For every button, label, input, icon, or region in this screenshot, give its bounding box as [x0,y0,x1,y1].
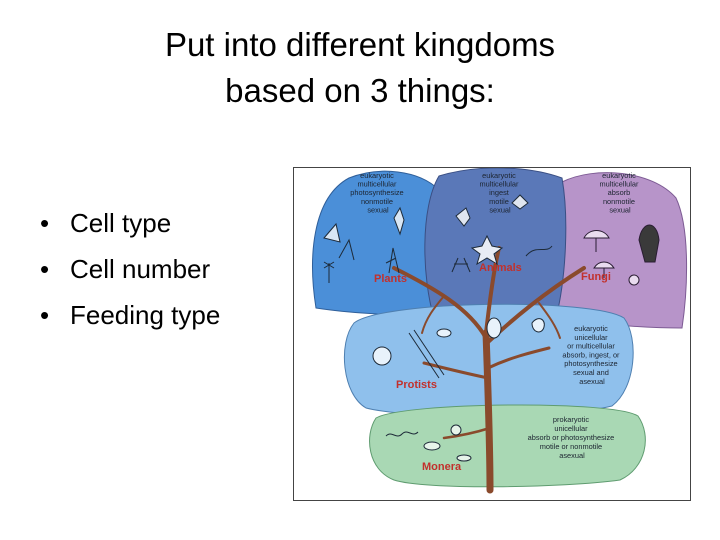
fungi-trait: sexual [609,205,631,214]
monera-trait: unicellular [554,424,588,433]
plants-trait: sexual [367,205,389,214]
animals-trait: ingest [489,188,509,197]
fungi-organism-icons [583,224,660,286]
bullet-text: Feeding type [70,300,221,330]
kingdom-tree-diagram: eukaryotic multicellular photosynthesize… [312,168,688,494]
monera-traits: prokaryotic unicellular absorb or photos… [528,415,617,460]
protist-organism-icons [372,317,545,379]
bullet-list: • Cell type • Cell number • Feeding type [40,200,220,338]
kingdom-tree-figure: eukaryotic multicellular photosynthesize… [293,167,691,501]
fungi-trait: multicellular [599,180,639,189]
bullet-dot-icon: • [40,300,50,330]
animals-trait: eukaryotic [482,171,516,180]
title-line-1: Put into different kingdoms [164,26,556,63]
protists-trait: or multicellular [567,342,615,351]
protists-trait: absorb, ingest, or [562,350,620,359]
protists-trait: photosynthesize [564,359,617,368]
title-line-2: based on 3 things: [225,72,495,109]
monera-trait: prokaryotic [553,415,589,424]
monera-label: Monera [422,461,462,473]
protists-label: Protists [396,379,437,391]
plant-organism-icons [323,206,405,283]
monera-trait: motile or nonmotile [540,442,602,451]
protists-trait: eukaryotic [574,324,608,333]
animals-label: Animals [479,262,522,274]
protists-trait: unicellular [574,333,608,342]
bullet-text: Cell type [70,208,172,238]
fungi-traits: eukaryotic multicellular absorb nonmotil… [599,171,640,214]
bullet-item: • Cell number [40,246,220,292]
bullet-text: Cell number [70,254,211,284]
bullet-item: • Feeding type [40,292,220,338]
animal-organism-icons [451,194,553,273]
plants-trait: multicellular [357,180,397,189]
slide-title: Put into different kingdoms based on 3 t… [0,22,720,114]
fungi-trait: absorb [608,188,631,197]
plants-trait: eukaryotic [360,171,394,180]
protists-trait: asexual [579,377,605,386]
monera-trait: absorb or photosynthesize [528,433,615,442]
plants-trait: photosynthesize [350,188,403,197]
plants-traits: eukaryotic multicellular photosynthesize… [350,171,405,214]
animals-traits: eukaryotic multicellular ingest motile s… [479,171,520,214]
monera-organism-icons [385,424,472,462]
monera-lobe [369,404,646,488]
monera-trait: asexual [559,451,585,460]
fungi-trait: nonmotile [603,197,635,206]
fungi-label: Fungi [581,271,611,283]
animals-trait: motile [489,197,509,206]
bullet-dot-icon: • [40,208,50,238]
bullet-dot-icon: • [40,254,50,284]
fungi-trait: eukaryotic [602,171,636,180]
animals-trait: sexual [489,205,511,214]
bullet-item: • Cell type [40,200,220,246]
protists-trait: sexual and [573,368,609,377]
animals-trait: multicellular [479,180,519,189]
protists-traits: eukaryotic unicellular or multicellular … [562,324,621,386]
plants-label: Plants [374,273,407,285]
plants-trait: nonmotile [361,197,393,206]
